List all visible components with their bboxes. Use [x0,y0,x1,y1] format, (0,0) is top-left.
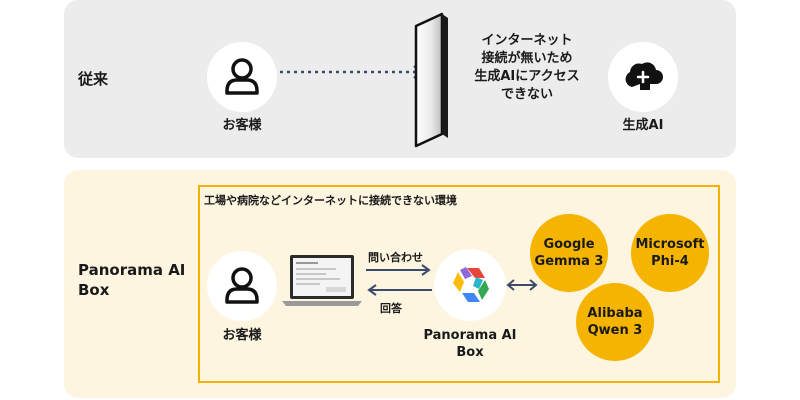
panorama-box-line-1: Panorama AI [423,328,517,343]
model-qwen-line-1: Alibaba [587,306,643,321]
panorama-logo-icon [453,267,489,302]
model-gemma-line-2: Gemma 3 [534,254,604,269]
model-phi: Microsoft Phi-4 [631,214,709,292]
customer-circle-top [207,42,277,112]
panorama-box-circle [434,249,506,321]
blocked-line-4: できない [500,87,553,102]
model-qwen-line-2: Qwen 3 [587,323,643,338]
genai-circle [608,42,678,112]
blocked-line-2: 接続が無いため [481,51,573,66]
model-gemma: Google Gemma 3 [530,214,608,292]
inquiry-arrow [366,264,431,276]
customer-label-bottom: お客様 [222,328,262,343]
bidirectional-arrow [506,279,538,291]
panorama-box-line-2: Box [456,345,484,360]
customer-circle-bottom [207,251,277,321]
genai-label: 生成AI [622,118,664,133]
dotted-arrow [280,65,425,79]
panorama-section-line-1: Panorama AI [78,261,186,279]
panorama-section-label: Panorama AI Box [78,260,185,300]
model-phi-line-1: Microsoft [635,237,705,252]
cloud-brain-icon [625,62,663,90]
panorama-section-line-2: Box [78,281,110,299]
model-gemma-line-1: Google [543,237,595,252]
wall-icon [414,12,448,148]
model-phi-line-2: Phi-4 [651,254,689,269]
conventional-section-label: 従来 [78,70,109,88]
answer-arrow [367,284,432,296]
blocked-message: インターネット 接続が無いため 生成AIにアクセス できない [462,32,592,104]
blocked-line-3: 生成AIにアクセス [474,69,580,84]
model-qwen: Alibaba Qwen 3 [576,283,654,361]
environment-label: 工場や病院などインターネットに接続できない環境 [204,194,457,207]
laptop-icon [282,255,362,306]
person-icon [225,58,259,95]
person-icon [225,267,259,304]
offline-environment-box [198,185,720,383]
answer-label: 回答 [380,302,402,315]
customer-label-top: お客様 [222,118,262,133]
panorama-box-label: Panorama AI Box [405,327,535,361]
inquiry-label: 問い合わせ [368,251,423,264]
blocked-line-1: インターネット [481,33,573,48]
